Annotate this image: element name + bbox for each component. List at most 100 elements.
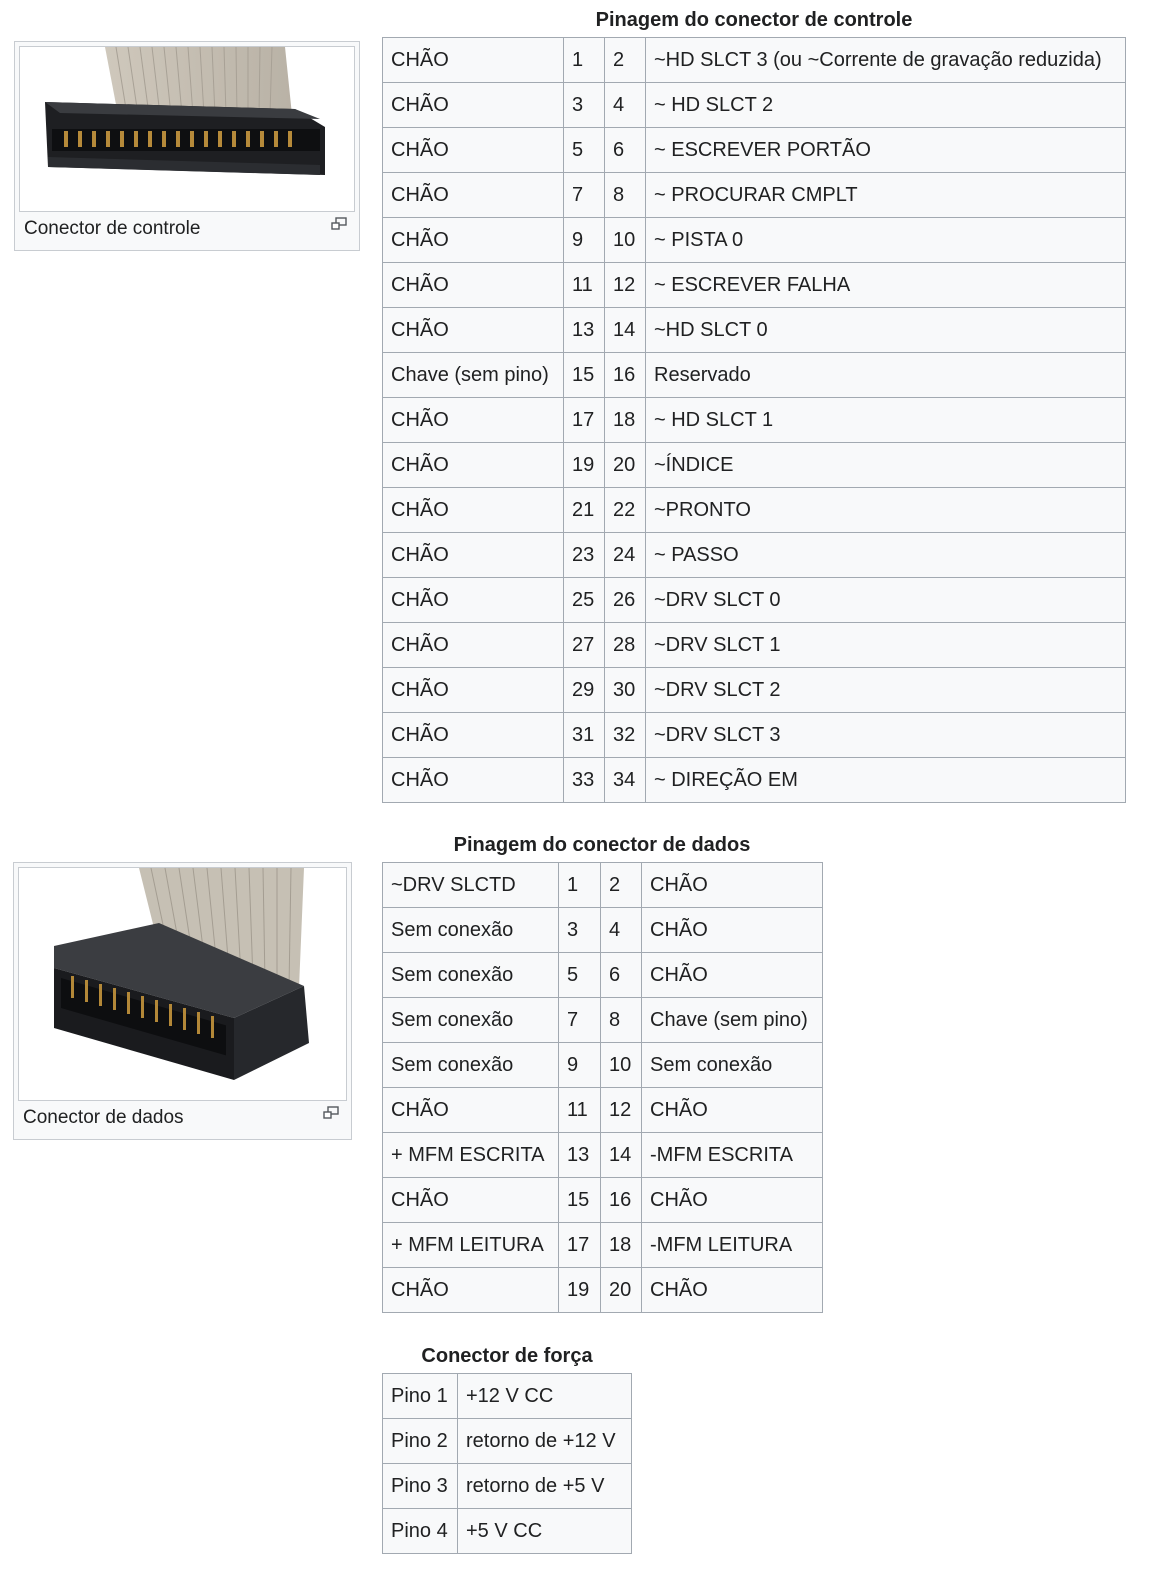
even-signal-cell: CHÃO — [641, 952, 823, 998]
odd-pin-cell: 29 — [563, 667, 605, 713]
even-pin-cell: 4 — [600, 907, 642, 953]
data-connector-image[interactable] — [18, 867, 347, 1101]
power-table-title: Conector de força — [421, 1345, 593, 1367]
figure-caption: Conector de controle — [15, 212, 359, 250]
odd-pin-cell: 19 — [558, 1267, 601, 1313]
even-pin-cell: 18 — [604, 397, 646, 443]
odd-signal-cell: + MFM LEITURA — [382, 1222, 559, 1268]
odd-pin-cell: 17 — [558, 1222, 601, 1268]
odd-signal-cell: CHÃO — [382, 712, 564, 758]
odd-signal-cell: CHÃO — [382, 127, 564, 173]
even-pin-cell: 14 — [604, 307, 646, 353]
odd-signal-cell: CHÃO — [382, 622, 564, 668]
odd-pin-cell: 15 — [563, 352, 605, 398]
data-connector-figure: Conector de dados — [13, 862, 352, 1140]
odd-signal-cell: CHÃO — [382, 1267, 559, 1313]
odd-signal-cell: CHÃO — [382, 442, 564, 488]
odd-pin-cell: 23 — [563, 532, 605, 578]
even-pin-cell: 20 — [604, 442, 646, 488]
odd-pin-cell: 31 — [563, 712, 605, 758]
odd-pin-cell: 11 — [563, 262, 605, 308]
odd-pin-cell: 25 — [563, 577, 605, 623]
even-signal-cell: ~ DIREÇÃO EM — [645, 757, 1126, 803]
pin-function-cell: +12 V CC — [457, 1373, 632, 1419]
data-table-title: Pinagem do conector de dados — [453, 834, 751, 856]
even-pin-cell: 22 — [604, 487, 646, 533]
odd-signal-cell: Sem conexão — [382, 997, 559, 1043]
odd-pin-cell: 3 — [563, 82, 605, 128]
even-pin-cell: 30 — [604, 667, 646, 713]
odd-signal-cell: Sem conexão — [382, 952, 559, 998]
enlarge-icon[interactable] — [323, 1106, 339, 1120]
even-pin-cell: 34 — [604, 757, 646, 803]
even-pin-cell: 12 — [604, 262, 646, 308]
even-pin-cell: 14 — [600, 1132, 642, 1178]
odd-pin-cell: 11 — [558, 1087, 601, 1133]
even-signal-cell: Chave (sem pino) — [641, 997, 823, 1043]
even-signal-cell: ~ ESCREVER PORTÃO — [645, 127, 1126, 173]
odd-signal-cell: CHÃO — [382, 397, 564, 443]
even-signal-cell: ~DRV SLCT 3 — [645, 712, 1126, 758]
pin-label-cell: Pino 1 — [382, 1373, 458, 1419]
odd-signal-cell: CHÃO — [382, 532, 564, 578]
even-signal-cell: CHÃO — [641, 1177, 823, 1223]
odd-signal-cell: CHÃO — [382, 667, 564, 713]
even-signal-cell: Sem conexão — [641, 1042, 823, 1088]
even-signal-cell: ~ HD SLCT 2 — [645, 82, 1126, 128]
even-signal-cell: ~ ESCREVER FALHA — [645, 262, 1126, 308]
pin-function-cell: +5 V CC — [457, 1508, 632, 1554]
odd-signal-cell: CHÃO — [382, 262, 564, 308]
odd-pin-cell: 1 — [558, 862, 601, 908]
odd-signal-cell: ~DRV SLCTD — [382, 862, 559, 908]
odd-pin-cell: 7 — [558, 997, 601, 1043]
figure-caption: Conector de dados — [14, 1101, 351, 1139]
control-connector-caption: Conector de controle — [24, 218, 201, 239]
odd-pin-cell: 7 — [563, 172, 605, 218]
even-signal-cell: ~ PASSO — [645, 532, 1126, 578]
even-signal-cell: -MFM LEITURA — [641, 1222, 823, 1268]
odd-pin-cell: 9 — [563, 217, 605, 263]
odd-pin-cell: 27 — [563, 622, 605, 668]
odd-pin-cell: 13 — [563, 307, 605, 353]
odd-signal-cell: CHÃO — [382, 1087, 559, 1133]
enlarge-icon[interactable] — [331, 217, 347, 231]
even-signal-cell: ~DRV SLCT 1 — [645, 622, 1126, 668]
odd-signal-cell: Sem conexão — [382, 1042, 559, 1088]
odd-pin-cell: 5 — [563, 127, 605, 173]
even-pin-cell: 8 — [600, 997, 642, 1043]
even-pin-cell: 8 — [604, 172, 646, 218]
control-connector-image[interactable] — [19, 46, 355, 212]
table-row: Pino 1+12 V CC — [382, 1373, 632, 1419]
even-pin-cell: 6 — [600, 952, 642, 998]
even-signal-cell: ~DRV SLCT 0 — [645, 577, 1126, 623]
pin-label-cell: Pino 2 — [382, 1418, 458, 1464]
odd-pin-cell: 13 — [558, 1132, 601, 1178]
odd-signal-cell: + MFM ESCRITA — [382, 1132, 559, 1178]
odd-signal-cell: Sem conexão — [382, 907, 559, 953]
odd-signal-cell: CHÃO — [382, 37, 564, 83]
even-pin-cell: 12 — [600, 1087, 642, 1133]
even-signal-cell: ~ HD SLCT 1 — [645, 397, 1126, 443]
odd-pin-cell: 3 — [558, 907, 601, 953]
pin-function-cell: retorno de +12 V — [457, 1418, 632, 1464]
